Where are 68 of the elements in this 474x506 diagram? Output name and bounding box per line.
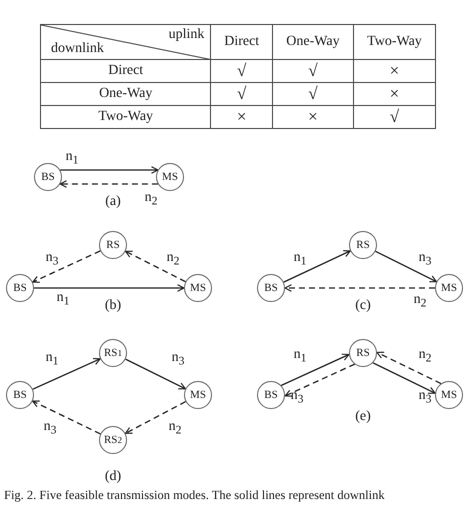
arrow (60, 180, 158, 188)
arrow (60, 166, 158, 174)
figure-caption: Fig. 2. Five feasible transmission modes. The solid lines represent downlink (4, 488, 385, 503)
arrow (376, 352, 442, 384)
table-cell: × (353, 82, 436, 106)
table-cell: √ (210, 82, 272, 106)
station-circle: RS (349, 231, 377, 259)
header-cell: Two-Way (353, 24, 436, 60)
arrow (284, 284, 435, 292)
station-circle: BS (34, 163, 62, 191)
header-cell: One-Way (272, 24, 354, 60)
edge-label: n$_{2}$ (418, 348, 432, 364)
table-cell: × (272, 106, 354, 128)
column-axis-label: uplink (168, 27, 204, 43)
arrow (34, 284, 185, 292)
row-header-cell: Two-Way (40, 106, 211, 128)
arrow (284, 364, 356, 397)
edge-label: n$_{1}$ (294, 348, 306, 364)
table-cell: √ (353, 106, 436, 128)
station-circle: RS (99, 231, 127, 259)
edge-label: n$_{2}$ (144, 190, 158, 208)
panel-label: (e) (355, 410, 371, 424)
panel-label: (c) (355, 299, 371, 313)
table-cell: √ (272, 60, 354, 82)
arrow (283, 250, 351, 283)
station-circle: MS (184, 381, 212, 409)
station-circle: BS (257, 381, 285, 409)
edge-label: n$_{1}$ (56, 290, 70, 308)
edge-label: n$_{3}$ (46, 250, 58, 268)
panel-label: (b) (104, 299, 122, 313)
station-circle: BS (6, 274, 34, 302)
edge-label: n$_{3}$ (172, 350, 184, 368)
arrow (32, 250, 101, 283)
arrow (280, 354, 350, 386)
station-circle: MS (156, 163, 184, 191)
arrow (124, 401, 186, 434)
table-cell: × (353, 60, 436, 82)
edge-label: n$_{3}$ (44, 420, 56, 436)
arrow (372, 362, 436, 394)
table-cell: √ (272, 82, 354, 106)
station-circle: BS (257, 274, 285, 302)
row-header-cell: One-Way (40, 82, 211, 106)
arrow (125, 358, 186, 390)
edge-label: n$_{2}$ (414, 292, 426, 310)
edge-label: n$_{3}$ (290, 388, 304, 406)
edge-label: n$_{1}$ (66, 150, 78, 166)
edge-label: n$_{1}$ (294, 250, 306, 268)
edge-label: n$_{2}$ (168, 420, 182, 436)
table-cell: √ (210, 60, 272, 82)
table-cell: × (210, 106, 272, 128)
arrow (32, 358, 101, 390)
edge-label: n$_{1}$ (46, 350, 58, 368)
panel-label: (a) (105, 195, 121, 209)
edge-label: n$_{3}$ (418, 388, 432, 406)
edge-label: n$_{3}$ (418, 250, 432, 268)
edge-label: n$_{2}$ (166, 250, 180, 268)
station-circle: MS (435, 381, 463, 409)
arrow (124, 250, 186, 282)
station-circle: RS (349, 339, 377, 367)
header-cell: Direct (210, 24, 272, 60)
panel-label: (d) (104, 470, 122, 484)
arrow (32, 400, 101, 434)
row-axis-label: downlink (51, 41, 104, 57)
station-circle: MS (184, 274, 212, 302)
station-circle: BS (6, 381, 34, 409)
row-header-cell: Direct (40, 60, 211, 82)
station-circle: MS (435, 274, 463, 302)
arrow (375, 250, 438, 282)
